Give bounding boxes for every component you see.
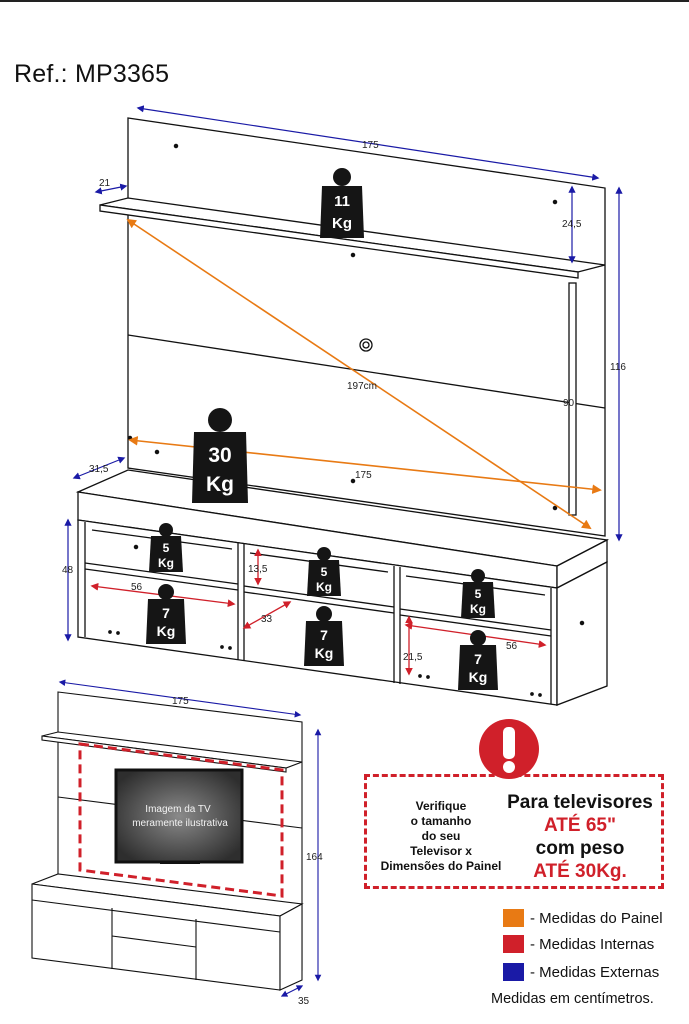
orange-swatch xyxy=(503,909,524,927)
units-note: Medidas em centímetros. xyxy=(491,991,654,1007)
dim-secondary-width: 175 xyxy=(172,696,189,707)
dim-niche-135: 13,5 xyxy=(248,564,268,575)
main-panel xyxy=(99,117,606,537)
svg-text:Kg: Kg xyxy=(158,556,174,570)
dim-panel-width: 175 xyxy=(355,470,372,481)
dim-secondary-depth: 35 xyxy=(298,996,310,1007)
blue-swatch xyxy=(503,963,524,981)
tv-illustration: Imagem da TV meramente ilustrativa xyxy=(114,768,244,864)
svg-text:5: 5 xyxy=(321,565,328,579)
weight-icon-5kg-a: 5 Kg xyxy=(149,523,183,572)
weight-icon-30kg: 30 Kg xyxy=(192,408,248,503)
dim-diagonal: 197cm xyxy=(347,381,377,392)
tv-warning-box: Verifique o tamanho do seu Televisor x D… xyxy=(364,774,664,889)
warning-check-text: Verifique o tamanho do seu Televisor x D… xyxy=(380,799,502,873)
red-swatch xyxy=(503,935,524,953)
dim-shelf-depth: 21 xyxy=(99,178,111,189)
svg-text:5: 5 xyxy=(163,541,170,555)
top-rule xyxy=(0,0,689,2)
svg-text:Kg: Kg xyxy=(206,473,234,496)
tv-caption-2: meramente ilustrativa xyxy=(132,818,228,829)
tv-area-outline xyxy=(78,742,284,898)
warning-limits-text: Para televisores ATÉ 65" com peso ATÉ 30… xyxy=(507,792,653,882)
weight-icon-5kg-c: 5 Kg xyxy=(461,569,495,618)
svg-text:5: 5 xyxy=(475,587,482,601)
reference-code: Ref.: MP3365 xyxy=(14,60,170,88)
dim-niche-left: 56 xyxy=(131,582,143,593)
weight-icon-11kg: 11 Kg xyxy=(320,168,364,238)
dim-niche-right: 56 xyxy=(506,641,518,652)
dim-width-top: 175 xyxy=(362,140,379,151)
svg-text:Kg: Kg xyxy=(470,602,486,616)
legend-internal: - Medidas Internas xyxy=(503,934,654,954)
tv-caption-1: Imagem da TV xyxy=(145,804,211,815)
svg-text:Kg: Kg xyxy=(315,645,334,661)
dim-panel-height: 116 xyxy=(610,362,626,373)
dim-inner-height: 90 xyxy=(563,398,575,409)
svg-text:7: 7 xyxy=(320,627,328,643)
svg-text:Kg: Kg xyxy=(469,669,488,685)
weight-icon-5kg-b: 5 Kg xyxy=(307,547,341,596)
legend-panel: - Medidas do Painel xyxy=(503,908,663,928)
svg-text:7: 7 xyxy=(162,605,170,621)
dim-niche-215: 21,5 xyxy=(403,652,423,663)
secondary-dimensions xyxy=(58,679,322,997)
weight-icon-7kg-c: 7 Kg xyxy=(458,630,498,690)
dim-rack-height: 48 xyxy=(62,565,74,576)
legend-external: - Medidas Externas xyxy=(503,962,659,982)
dim-secondary-height: 164 xyxy=(306,852,323,863)
svg-text:Kg: Kg xyxy=(316,580,332,594)
svg-text:11: 11 xyxy=(334,193,350,210)
svg-text:Kg: Kg xyxy=(157,623,176,639)
exclamation-icon xyxy=(479,719,539,779)
dim-rack-depth: 31,5 xyxy=(89,464,109,475)
svg-text:30: 30 xyxy=(208,444,231,467)
svg-text:Kg: Kg xyxy=(332,215,352,232)
weight-icon-7kg-a: 7 Kg xyxy=(146,584,186,644)
weight-icon-7kg-b: 7 Kg xyxy=(304,606,344,666)
dim-shelf-gap: 24,5 xyxy=(562,219,582,230)
dim-niche-33: 33 xyxy=(261,614,273,625)
svg-text:7: 7 xyxy=(474,651,482,667)
